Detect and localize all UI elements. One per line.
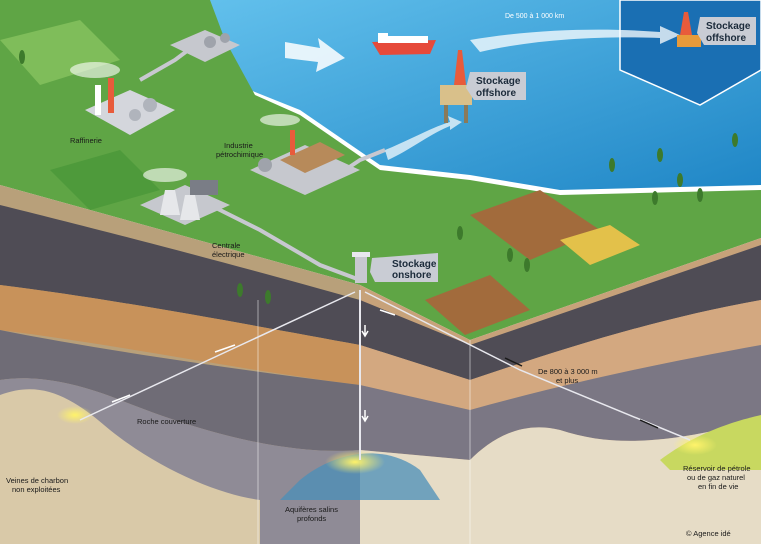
reservoir-label-2: ou de gaz naturel xyxy=(687,473,745,482)
layer-grey-right xyxy=(360,345,761,460)
well-to-coal xyxy=(79,291,356,421)
charbon-label-1: Veines de charbon xyxy=(6,476,68,485)
arrow-right-2 xyxy=(639,419,659,429)
stockage-offshore-line1: Stockage xyxy=(476,76,521,87)
onshore-storage-unit xyxy=(352,252,370,283)
field-5 xyxy=(425,275,530,335)
far-offshore-platform xyxy=(677,12,701,47)
coal-layer xyxy=(0,389,260,544)
petrochemical-plant xyxy=(250,114,360,195)
stockage-offshore-far-line1: Stockage xyxy=(706,21,751,32)
centrale-label-1: Centrale xyxy=(212,241,240,250)
arrow-down-2 xyxy=(361,410,369,423)
layer-sand-right xyxy=(360,420,761,544)
field-4 xyxy=(560,225,640,265)
pipeline-power-to-storage xyxy=(209,203,361,282)
arrow-left-1 xyxy=(214,344,236,353)
reservoir-label-3: en fin de vie xyxy=(698,482,738,491)
aquifer-glow xyxy=(325,450,385,474)
land-surface xyxy=(0,0,761,340)
arrow-left-2 xyxy=(111,394,131,403)
arrow-right-3 xyxy=(379,309,396,316)
layer-dark-right xyxy=(360,245,761,380)
layer-orange-right xyxy=(360,300,761,410)
raffinerie-label: Raffinerie xyxy=(70,136,102,145)
coal-glow xyxy=(57,406,93,424)
aquiferes-label-2: profonds xyxy=(297,514,326,523)
saline-aquifer xyxy=(280,453,440,500)
centrale-label-2: électrique xyxy=(212,250,245,259)
callout-onshore: Stockage onshore xyxy=(370,253,438,282)
refinery xyxy=(70,62,175,135)
arrow-down-1 xyxy=(361,325,369,338)
stockage-onshore-line1: Stockage xyxy=(392,259,437,270)
stockage-onshore-line2: onshore xyxy=(392,270,432,281)
industrie-label-2: pétrochimique xyxy=(216,150,263,159)
stockage-offshore-far-line2: offshore xyxy=(706,33,746,44)
layer-dark-left xyxy=(0,205,360,345)
stockage-offshore-line2: offshore xyxy=(476,88,516,99)
depth-label-1: De 800 à 3 000 m xyxy=(538,367,598,376)
arrow-right-1 xyxy=(504,357,523,367)
field-2 xyxy=(50,150,160,210)
layer-orange-left xyxy=(0,285,360,385)
callout-offshore: Stockage offshore xyxy=(466,72,526,100)
trees xyxy=(19,50,738,304)
aquiferes-label-1: Aquifères salins xyxy=(285,505,338,514)
sea-arrow-long xyxy=(470,26,680,52)
callout-offshore-far: Stockage offshore xyxy=(697,17,756,45)
power-plant xyxy=(140,168,230,225)
copyright: © Agence idé xyxy=(686,529,731,538)
charbon-label-2: non exploitées xyxy=(12,485,61,494)
distance-label: De 500 à 1 000 km xyxy=(505,13,564,20)
depth-label-2: et plus xyxy=(556,376,578,385)
layer-grey-left xyxy=(0,330,360,451)
sea-arrow-pipe xyxy=(385,116,462,160)
tanker-ship xyxy=(372,33,436,55)
roche-label: Roche couverture xyxy=(137,417,196,426)
well-to-reservoir xyxy=(364,291,691,441)
sea-arrow-1 xyxy=(285,38,345,72)
offshore-platform xyxy=(440,50,472,123)
compressor-unit xyxy=(170,30,240,62)
reservoir-glow xyxy=(673,435,717,455)
industrie-label-1: Industrie xyxy=(224,141,253,150)
reservoir-label-1: Réservoir de pétrole xyxy=(683,464,751,473)
